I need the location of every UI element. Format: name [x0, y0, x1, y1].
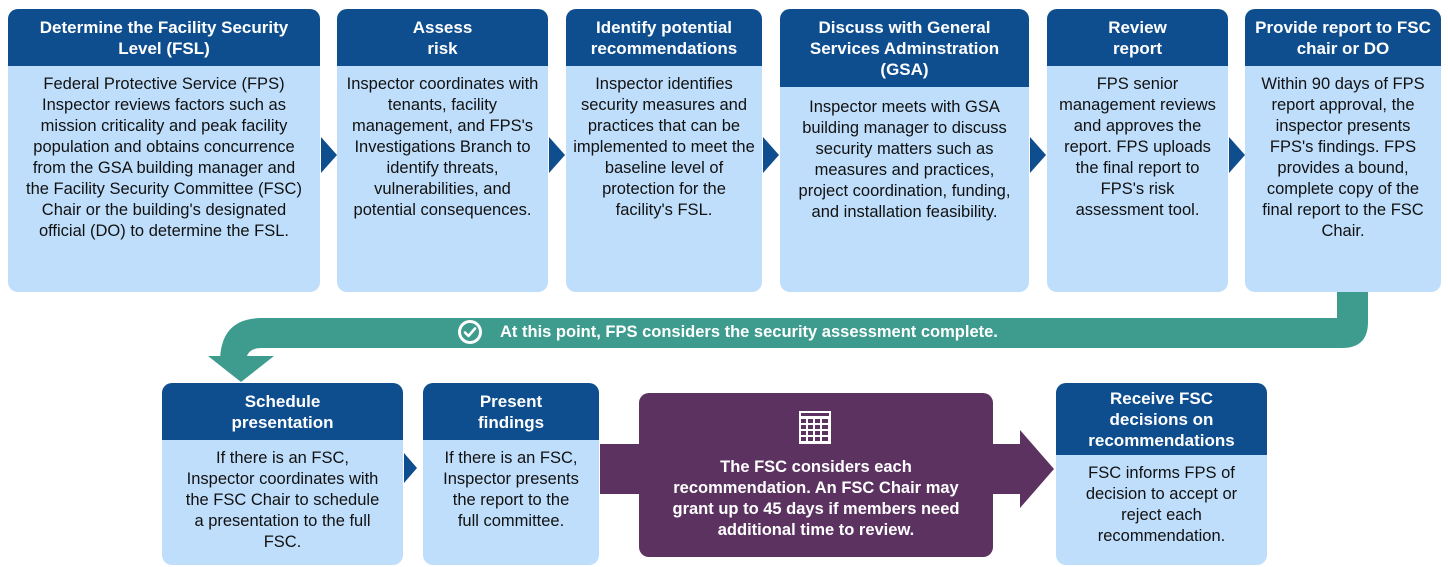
- step-body: FSC informs FPS of decision to accept or…: [1085, 464, 1238, 545]
- step-review-report: Review report FPS senior management revi…: [1047, 9, 1228, 292]
- step-title: Receive FSC decisions on recommendations: [1056, 383, 1267, 455]
- step-receive-decisions: Receive FSC decisions on recommendations…: [1056, 383, 1267, 565]
- step-body: Inspector identifies security measures a…: [573, 75, 755, 219]
- flow-arrow-5: [1229, 137, 1245, 173]
- step-title: Identify potential recommendations: [566, 9, 762, 66]
- flow-arrow-6: [404, 453, 417, 483]
- step-determine-fsl: Determine the Facility Security Level (F…: [8, 9, 320, 292]
- banner-text: At this point, FPS considers the securit…: [500, 323, 998, 341]
- step-title: Assess risk: [337, 9, 548, 66]
- step-body: Inspector coordinates with tenants, faci…: [346, 75, 539, 219]
- step-body: Within 90 days of FPS report approval, t…: [1261, 75, 1425, 240]
- step-title: Provide report to FSC chair or DO: [1245, 9, 1441, 66]
- step-present-findings: Present findings If there is an FSC, Ins…: [423, 383, 599, 565]
- step-title: Review report: [1047, 9, 1228, 66]
- step-body: If there is an FSC, Inspector presents t…: [443, 449, 579, 530]
- flow-arrow-1: [321, 137, 337, 173]
- calendar-icon: [799, 411, 831, 444]
- step-discuss-gsa: Discuss with General Services Adminstrat…: [780, 9, 1029, 292]
- step-title: Discuss with General Services Adminstrat…: [780, 9, 1029, 87]
- step-title: Schedule presentation: [162, 383, 403, 440]
- step-body: Inspector meets with GSA building manage…: [798, 98, 1011, 221]
- step-body: FPS senior management reviews and approv…: [1059, 75, 1216, 219]
- fsc-considers-box: The FSC considers each recommendation. A…: [639, 393, 993, 557]
- step-body: Federal Protective Service (FPS) Inspect…: [26, 75, 302, 240]
- banner-band: [262, 290, 1368, 348]
- flow-arrow-2: [549, 137, 565, 173]
- check-icon: [458, 320, 482, 344]
- flow-arrow-3: [763, 137, 779, 173]
- step-body: If there is an FSC, Inspector coordinate…: [185, 449, 380, 551]
- step-provide-report: Provide report to FSC chair or DO Within…: [1245, 9, 1441, 292]
- step-identify-recommendations: Identify potential recommendations Inspe…: [566, 9, 762, 292]
- banner-left-curve: [220, 318, 262, 362]
- banner-arrowhead: [208, 356, 274, 382]
- flow-arrow-4: [1030, 137, 1046, 173]
- step-schedule-presentation: Schedule presentation If there is an FSC…: [162, 383, 403, 565]
- fsc-considers-text: The FSC considers each recommendation. A…: [672, 458, 960, 539]
- step-title: Present findings: [423, 383, 599, 440]
- fsc-arrow-out: [993, 430, 1054, 508]
- step-title: Determine the Facility Security Level (F…: [8, 9, 320, 66]
- step-assess-risk: Assess risk Inspector coordinates with t…: [337, 9, 548, 292]
- fsc-arrow-left: [600, 444, 640, 494]
